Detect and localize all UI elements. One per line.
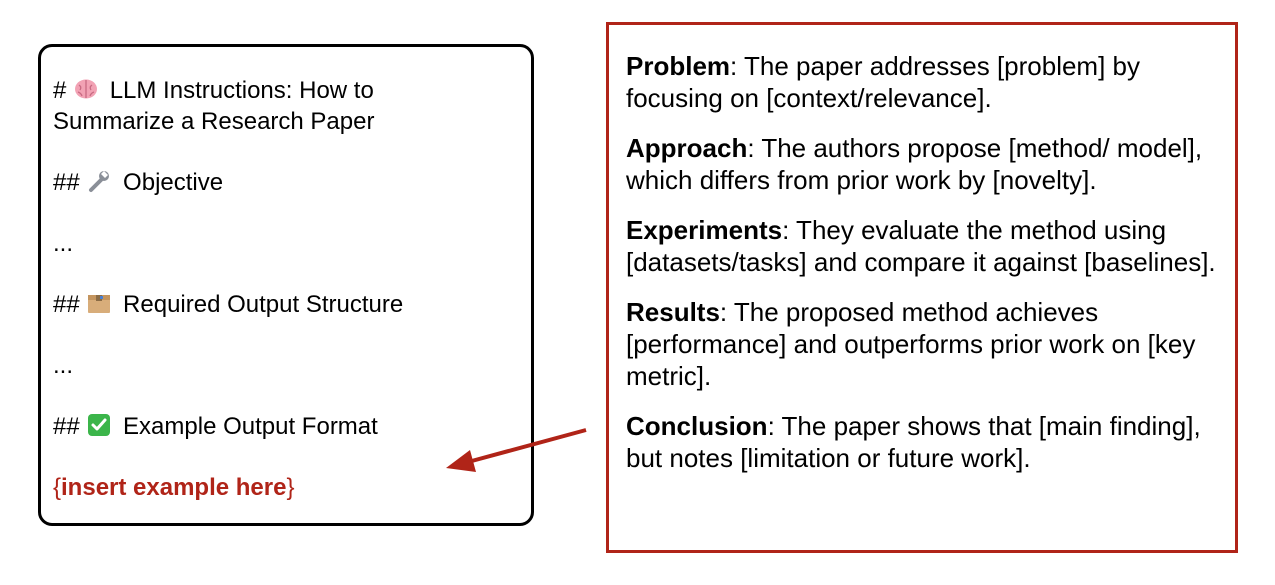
section-text: : The paper shows that [main finding], b… bbox=[626, 411, 1201, 473]
title-text-line-1: LLM Instructions: How to bbox=[109, 77, 374, 104]
objective-prefix: ## bbox=[53, 169, 80, 196]
section-experiments: Experiments: They evaluate the method us… bbox=[626, 214, 1219, 278]
wrench-icon bbox=[89, 171, 110, 192]
section-text: : The authors propose [method/ model], w… bbox=[626, 133, 1203, 195]
structure-heading: ## Required Output Structure bbox=[53, 289, 519, 320]
checkmark-icon bbox=[88, 414, 111, 436]
section-text: : The paper addresses [problem] by focus… bbox=[626, 51, 1141, 113]
instructions-panel: # LLM Instructions: How to Summarize a R… bbox=[38, 44, 534, 526]
section-label: Approach bbox=[626, 133, 748, 163]
section-problem: Problem: The paper addresses [problem] b… bbox=[626, 50, 1219, 114]
placeholder-open-brace: { bbox=[53, 474, 62, 501]
section-label: Problem bbox=[626, 51, 731, 81]
example-placeholder: {insert example here} bbox=[53, 472, 519, 503]
section-approach: Approach: The authors propose [method/ m… bbox=[626, 132, 1219, 196]
example-heading: ## Example Output Format bbox=[53, 411, 519, 442]
section-label: Results bbox=[626, 297, 720, 327]
section-text: : The proposed method achieves [performa… bbox=[626, 297, 1196, 391]
objective-heading: ## Objective bbox=[53, 167, 519, 198]
title-line-1: # LLM Instructions: How to bbox=[53, 75, 519, 106]
section-results: Results: The proposed method achieves [p… bbox=[626, 296, 1219, 392]
section-conclusion: Conclusion: The paper shows that [main f… bbox=[626, 410, 1219, 474]
placeholder-close-brace: } bbox=[286, 474, 295, 501]
ellipsis-1: ... bbox=[53, 230, 74, 257]
section-text: : They evaluate the method using [datase… bbox=[626, 215, 1216, 277]
section-label: Conclusion bbox=[626, 411, 768, 441]
structure-text: Required Output Structure bbox=[123, 291, 404, 318]
structure-prefix: ## bbox=[53, 291, 80, 318]
title-line-2: Summarize a Research Paper bbox=[53, 108, 375, 135]
output-example-panel: Problem: The paper addresses [problem] b… bbox=[606, 22, 1238, 553]
placeholder-text: insert example here bbox=[61, 474, 287, 501]
objective-text: Objective bbox=[123, 169, 224, 196]
example-prefix: ## bbox=[53, 413, 80, 440]
ellipsis-2: ... bbox=[53, 352, 74, 379]
example-text: Example Output Format bbox=[123, 413, 378, 440]
arrow-connector bbox=[446, 428, 587, 472]
package-icon bbox=[88, 295, 111, 313]
brain-icon bbox=[75, 79, 98, 99]
section-label: Experiments bbox=[626, 215, 783, 245]
title-prefix: # bbox=[53, 77, 67, 104]
